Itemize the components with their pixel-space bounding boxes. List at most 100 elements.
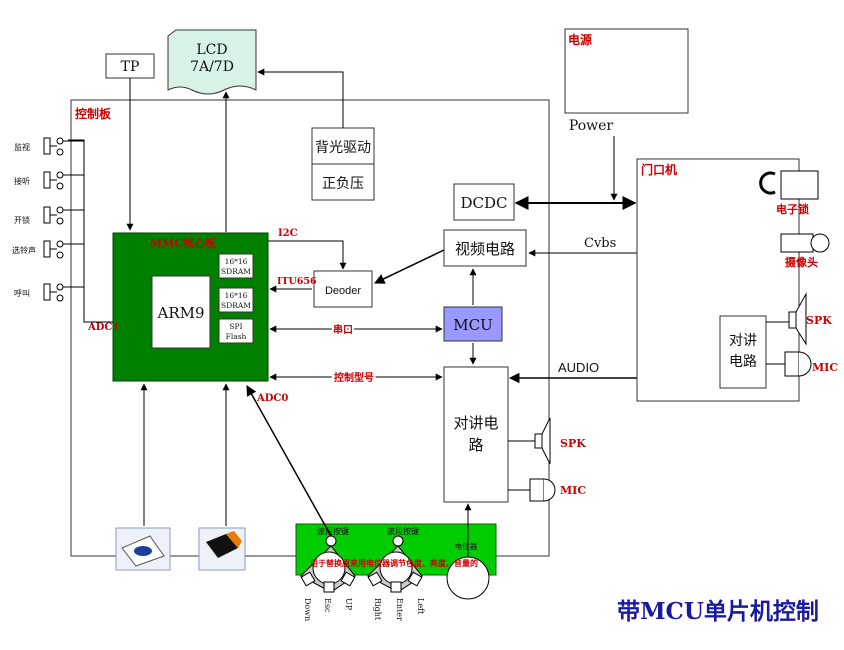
- key-left: Left: [416, 598, 425, 615]
- button-unlock-label: 开锁: [14, 215, 30, 225]
- sdram2-line1: 16*16: [225, 291, 248, 300]
- rotary-encoder-1[interactable]: [300, 535, 356, 593]
- intercom-line1: 对讲电: [453, 414, 498, 432]
- lock-body: [780, 170, 819, 200]
- camera-body: [780, 233, 814, 253]
- key-up: UP: [344, 598, 353, 611]
- door-mic-head: [798, 351, 812, 377]
- door-mic-body: [784, 351, 800, 377]
- key-esc: Esc: [323, 598, 332, 613]
- audio-label: AUDIO: [558, 360, 599, 375]
- sdram1-line1: 16*16: [225, 257, 248, 266]
- adc1-bus: [68, 139, 113, 323]
- electronic-lock-label: 电子锁: [776, 202, 809, 216]
- arm9-box: [151, 275, 211, 349]
- sd-card-icon: [115, 527, 171, 571]
- video-to-decoder-line: [374, 249, 445, 284]
- knob-label-2: 波段按键: [387, 526, 419, 536]
- adc1-label: ADC1: [87, 322, 119, 333]
- encoder1-key-center[interactable]: [323, 581, 335, 593]
- arm9-label: ARM9: [156, 304, 204, 322]
- camera-label: 摄像头: [785, 255, 818, 269]
- board-mic-head: [543, 478, 556, 502]
- door-spk-body: [788, 311, 797, 329]
- lcd-line1: LCD: [196, 42, 227, 58]
- positive-negative-label: 正负压: [322, 176, 364, 192]
- sdram1-box: [218, 253, 254, 279]
- button-call-label: 呼叫: [14, 288, 30, 298]
- video-circuit-box: [443, 229, 527, 267]
- video-circuit-label: 视频电路: [455, 240, 515, 258]
- mcu-box: [443, 306, 503, 342]
- button-answer-label: 接听: [14, 176, 30, 186]
- button-ringtone[interactable]: 选铃声: [12, 240, 84, 259]
- sdram2-line2: SDRAM: [221, 301, 251, 310]
- encoder1-key-left[interactable]: [300, 571, 316, 587]
- board-spk-cone: [541, 417, 551, 465]
- button-monitor-label: 监视: [14, 142, 30, 152]
- mmc-core-label: MMC核心板: [150, 236, 217, 250]
- camera-lens: [810, 233, 830, 253]
- dcdc-box: [453, 183, 515, 221]
- dcdc-label: DCDC: [460, 194, 507, 212]
- board-mic-body: [529, 478, 545, 502]
- button-ringtone-label: 选铃声: [12, 245, 36, 255]
- intercom-line2: 路: [468, 436, 483, 454]
- lcd-line2: 7A/7D: [190, 59, 234, 75]
- button-call[interactable]: 呼叫: [14, 283, 84, 302]
- adc0-label: ADC0: [256, 393, 288, 404]
- door-intercom-box: [719, 315, 767, 389]
- door-unit-box: [636, 158, 800, 402]
- sdram2-box: [218, 287, 254, 313]
- button-answer[interactable]: 接听: [14, 171, 84, 190]
- door-intercom-line2: 电路: [729, 354, 757, 370]
- board-mic-label: MIC: [560, 484, 586, 497]
- cvbs-label: Cvbs: [584, 236, 616, 251]
- button-unlock[interactable]: 开锁: [14, 206, 84, 225]
- control-signal-label: 控制型号: [334, 371, 374, 384]
- i2c-label: I2C: [278, 228, 298, 239]
- door-spk-cone: [795, 292, 807, 346]
- diagram-title: 带MCU单片机控制: [617, 598, 819, 625]
- knob-label-1: 波段按键: [317, 526, 349, 536]
- power-box-label: 电源: [568, 32, 592, 47]
- door-intercom-line1: 对讲: [729, 333, 757, 349]
- board-spk-body: [534, 433, 543, 449]
- control-board-label: 控制板: [75, 106, 112, 121]
- decoder-label: Deoder: [325, 285, 361, 297]
- itu656-label: ITU656: [277, 276, 317, 287]
- i2c-line: [268, 240, 347, 270]
- rotary-encoder-2[interactable]: [367, 535, 423, 593]
- encoder2-key-left[interactable]: [367, 571, 383, 587]
- tp-label: TP: [121, 59, 140, 75]
- usb-drive-icon: [198, 527, 246, 571]
- door-mic-label: MIC: [812, 361, 838, 374]
- encoder2-key-center[interactable]: [390, 581, 402, 593]
- key-right: Right: [373, 598, 382, 621]
- encoder1-key-right[interactable]: [340, 571, 356, 587]
- door-unit-label: 门口机: [641, 162, 677, 177]
- intercom-box: [443, 366, 509, 503]
- mcu-label: MCU: [453, 316, 492, 334]
- encoder2-key-right[interactable]: [407, 571, 423, 587]
- adc0-line: [246, 385, 332, 537]
- pot-label: 电位器: [455, 541, 478, 551]
- lcd-shape: [167, 29, 257, 95]
- board-spk-label: SPK: [560, 437, 586, 450]
- serial-label: 串口: [333, 323, 353, 336]
- spi-box: [218, 318, 254, 344]
- key-enter: Enter: [395, 598, 404, 621]
- spi-line2: Flash: [226, 332, 247, 341]
- backlight-drive-label: 背光驱动: [315, 140, 371, 156]
- sdram1-line2: SDRAM: [221, 267, 251, 276]
- power-label: Power: [569, 118, 614, 134]
- lock-shackle: [759, 171, 776, 195]
- decoder-box: [313, 270, 373, 308]
- door-spk-label: SPK: [806, 314, 832, 327]
- button-monitor[interactable]: 监视: [14, 137, 84, 156]
- key-down: Down: [303, 598, 312, 621]
- power-box: [564, 28, 689, 114]
- spi-line1: SPI: [229, 322, 242, 331]
- backlight-to-lcd-line: [257, 68, 344, 128]
